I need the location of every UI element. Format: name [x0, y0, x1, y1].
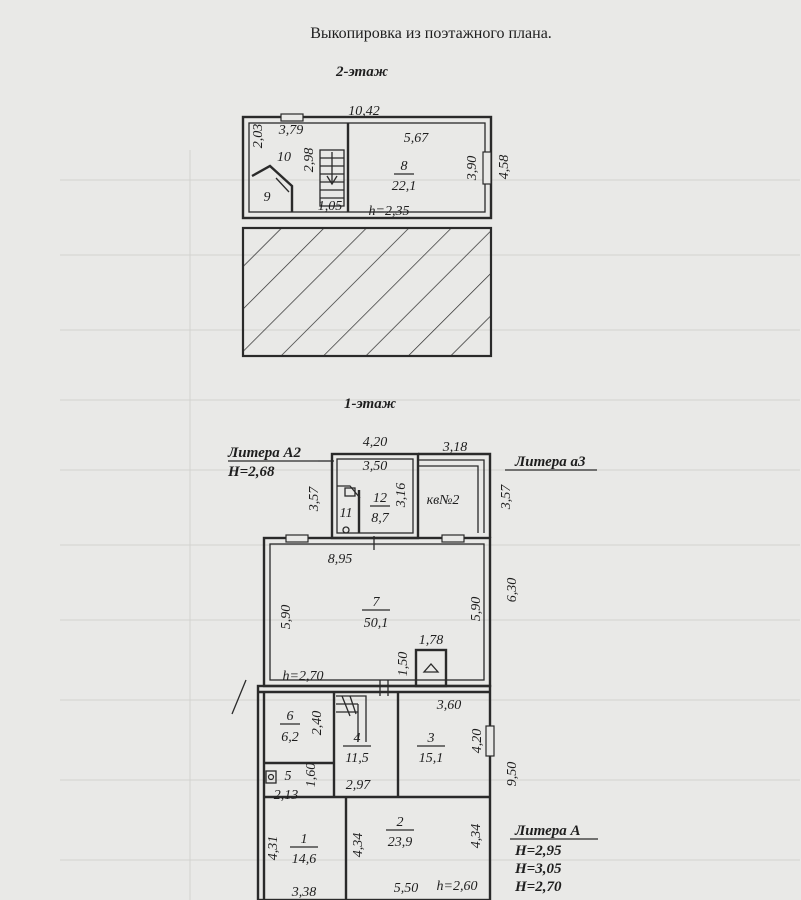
sink-icon [265, 770, 277, 784]
floor-2-height: h=2,35 [369, 204, 410, 219]
floor-1-height-h260: h=2,60 [437, 879, 478, 894]
window-icon [280, 113, 304, 122]
room-7-wall [262, 536, 492, 688]
window-icon [482, 151, 492, 185]
dim-4-31: 4,31 [266, 836, 281, 861]
staircase-icon [319, 149, 345, 207]
annex-a3-wall [418, 452, 492, 538]
document-title: Выкопировка из поэтажного плана. [310, 25, 552, 42]
litera-a-height-3: Н=2,70 [514, 879, 562, 895]
dim-2-40: 2,40 [310, 711, 325, 736]
dim-3-50: 3,50 [362, 459, 388, 474]
room-3-number: 3 [427, 731, 435, 746]
dim-3-16: 3,16 [394, 483, 409, 509]
room-12-number: 12 [373, 491, 387, 506]
dim-2-13: 2,13 [274, 788, 299, 803]
floor-1-heading: 1-этаж [344, 396, 396, 412]
window-icon [441, 534, 465, 543]
window-icon [285, 534, 309, 543]
room-4-number: 4 [354, 731, 361, 746]
dim-2-03: 2,03 [251, 124, 266, 149]
stove-icon [342, 526, 350, 534]
dim-1-78: 1,78 [419, 633, 444, 648]
room-4-area: 11,5 [345, 751, 368, 766]
dim-1-50: 1,50 [396, 652, 411, 677]
dim-1-05: 1,05 [318, 199, 343, 214]
litera-a3-name: Литера а3 [514, 454, 586, 470]
room-2-area: 23,9 [388, 835, 413, 850]
dim-8-95: 8,95 [328, 552, 353, 567]
floor-2-total-width: 10,42 [348, 104, 380, 119]
room-2-number: 2 [397, 815, 404, 830]
dim-5-90-right: 5,90 [469, 597, 484, 622]
dim-4-34-left: 4,34 [351, 833, 366, 858]
room-7-area: 50,1 [364, 616, 389, 631]
floor-2-heading: 2-этаж [335, 64, 388, 80]
room-10-number: 10 [277, 150, 291, 165]
room-1-area: 14,6 [292, 852, 317, 867]
dim-2-97: 2,97 [346, 778, 372, 793]
room-7-number: 7 [373, 595, 381, 610]
dim-4-20: 4,20 [363, 435, 388, 450]
dim-5-90-left: 5,90 [279, 605, 294, 630]
floor-1-plan: 1-этаж Литера А2 Н=2,68 Литера а3 4,20 3… [227, 396, 598, 900]
window-icon [485, 725, 495, 757]
dim-4-34-right: 4,34 [469, 824, 484, 849]
apartment-label: кв№2 [427, 493, 460, 508]
dim-1-60: 1,60 [304, 763, 319, 788]
room-1-number: 1 [301, 832, 308, 847]
room-9-number: 9 [264, 190, 271, 205]
dim-2-98: 2,98 [302, 148, 317, 173]
floor-2-plan: 2-этаж 10,42 3,79 2,03 2,98 5,67 3,90 [241, 64, 512, 358]
dim-3-79: 3,79 [278, 123, 304, 138]
dim-3-90: 3,90 [465, 156, 480, 182]
bleed-through-background [60, 150, 800, 900]
room-5-number: 5 [285, 769, 292, 784]
room-8-area: 22,1 [392, 179, 417, 194]
dim-3-38: 3,38 [291, 885, 317, 900]
dim-3-60: 3,60 [436, 698, 462, 713]
dim-3-57-left: 3,57 [307, 486, 322, 513]
dim-5-67: 5,67 [404, 131, 430, 146]
dim-3-57-right: 3,57 [499, 484, 514, 511]
dim-4-58: 4,58 [497, 155, 512, 180]
room-3-area: 15,1 [419, 751, 444, 766]
room-12-area: 8,7 [371, 511, 390, 526]
room-11-number: 11 [340, 506, 353, 521]
staircase-icon [336, 695, 367, 742]
dim-9-50: 9,50 [505, 762, 520, 787]
room-8-number: 8 [401, 159, 408, 174]
dim-3-18: 3,18 [442, 440, 468, 455]
litera-a-name: Литера А [514, 823, 581, 839]
room-6-area: 6,2 [281, 730, 299, 745]
floor-1-height-h270: h=2,70 [283, 669, 324, 684]
dim-6-30: 6,30 [505, 578, 520, 603]
main-house-wall [256, 684, 492, 900]
room-6-number: 6 [287, 709, 294, 724]
hatched-void-area [241, 226, 493, 358]
litera-a2-name: Литера А2 [227, 445, 302, 461]
litera-a2-height: Н=2,68 [227, 464, 275, 480]
dim-5-50: 5,50 [394, 881, 419, 896]
litera-a-height-2: Н=3,05 [514, 861, 562, 877]
dim-4-20-room3: 4,20 [470, 729, 485, 754]
litera-a-height-1: Н=2,95 [514, 843, 562, 859]
